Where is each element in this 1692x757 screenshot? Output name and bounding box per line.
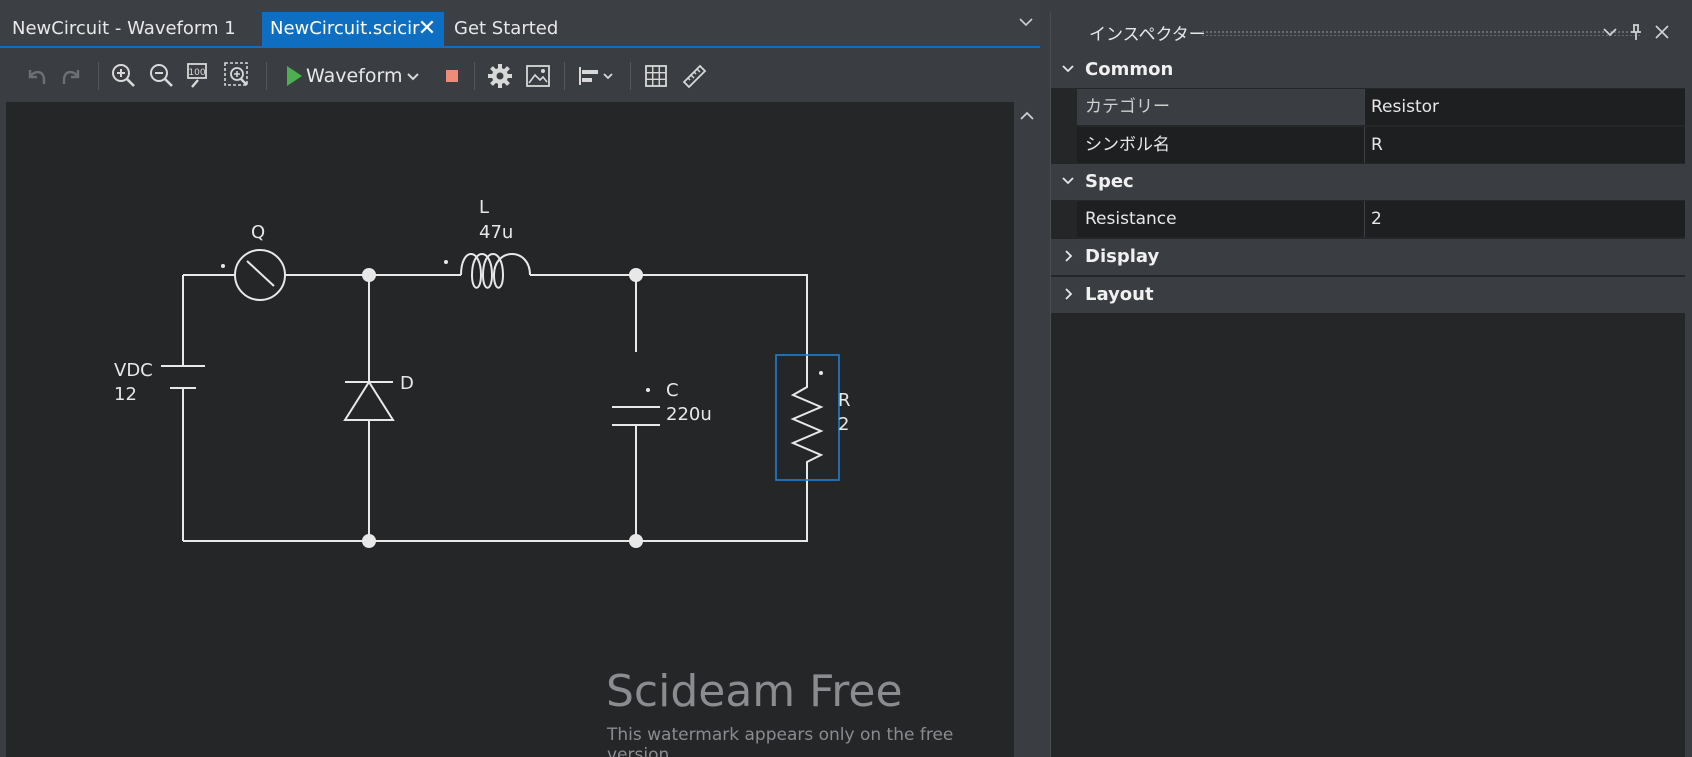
- section-spec[interactable]: Spec: [1051, 164, 1685, 200]
- section-layout[interactable]: Layout: [1051, 277, 1685, 313]
- junction-dot: [362, 534, 376, 548]
- property-value[interactable]: Resistor: [1371, 97, 1439, 117]
- gear-icon[interactable]: [484, 60, 516, 92]
- inductor-name-label: L: [479, 197, 489, 218]
- toolbar-separator: [630, 62, 631, 90]
- redo-icon[interactable]: [56, 60, 88, 92]
- zoom-out-icon[interactable]: [146, 60, 178, 92]
- section-common-label: Common: [1085, 59, 1174, 80]
- junction-dots: [362, 268, 643, 548]
- property-value[interactable]: R: [1371, 135, 1383, 155]
- close-icon[interactable]: [1653, 22, 1671, 42]
- chevron-down-icon[interactable]: [1601, 22, 1619, 42]
- tab-get-started[interactable]: Get Started: [454, 18, 559, 39]
- chevron-right-icon: [1065, 250, 1073, 262]
- ruler-icon[interactable]: [678, 60, 710, 92]
- document-tab-bar: NewCircuit - Waveform 1 NewCircuit.scici…: [0, 0, 1040, 48]
- resistor-name-label: R: [838, 390, 851, 411]
- toolbar-separator: [474, 62, 475, 90]
- source-name-label: VDC: [114, 360, 153, 381]
- section-display[interactable]: Display: [1051, 239, 1685, 275]
- property-key: カテゴリー: [1077, 89, 1365, 125]
- section-spec-label: Spec: [1085, 171, 1134, 192]
- inspector-header: インスペクター: [1051, 12, 1685, 52]
- property-key: シンボル名: [1077, 127, 1365, 163]
- zoom-fit-icon[interactable]: 100: [184, 60, 216, 92]
- grid-icon[interactable]: [640, 60, 672, 92]
- switch-name-label: Q: [251, 222, 265, 243]
- wire: [530, 274, 808, 370]
- junction-dot: [629, 268, 643, 282]
- capacitor-symbol: [612, 388, 660, 426]
- watermark-subtitle: This watermark appears only on the free …: [607, 725, 954, 757]
- property-row-category[interactable]: カテゴリー Resistor: [1077, 89, 1685, 125]
- chevron-down-icon: [1062, 65, 1074, 73]
- tab-waveform[interactable]: NewCircuit - Waveform 1: [12, 18, 236, 39]
- editor-toolbar: 100 Waveform: [6, 52, 1040, 100]
- svg-text:100: 100: [188, 68, 205, 78]
- chevron-right-icon: [1065, 288, 1073, 300]
- tab-circuit[interactable]: NewCircuit.scicir ✕: [262, 12, 444, 46]
- capacitor-name-label: C: [666, 380, 679, 401]
- dc-source-symbol: [161, 338, 205, 463]
- inductor-symbol: [444, 253, 531, 289]
- wire: [183, 494, 808, 542]
- zoom-selection-icon[interactable]: [222, 60, 254, 92]
- junction-dot: [629, 534, 643, 548]
- close-icon[interactable]: ✕: [417, 16, 437, 41]
- stop-icon[interactable]: [436, 60, 468, 92]
- toolbar-separator: [266, 62, 267, 90]
- property-row-symbol-name[interactable]: シンボル名 R: [1077, 127, 1685, 163]
- tab-circuit-label: NewCircuit.scicir: [270, 18, 420, 39]
- section-display-label: Display: [1085, 246, 1160, 267]
- resistor-value-label: 2: [838, 414, 849, 435]
- zoom-in-icon[interactable]: [108, 60, 140, 92]
- chevron-down-icon[interactable]: [1018, 16, 1034, 28]
- source-value-label: 12: [114, 384, 137, 405]
- pin-icon[interactable]: [1627, 22, 1645, 42]
- section-layout-label: Layout: [1085, 284, 1154, 305]
- switch-symbol: [221, 249, 286, 301]
- chevron-down-icon: [1062, 177, 1074, 185]
- play-icon[interactable]: [278, 60, 310, 92]
- diode-name-label: D: [400, 373, 414, 394]
- run-target-label[interactable]: Waveform: [306, 65, 403, 87]
- toolbar-separator: [98, 62, 99, 90]
- canvas-vertical-scrollbar[interactable]: [1014, 102, 1040, 757]
- toolbar-separator: [564, 62, 565, 90]
- inductor-value-label: 47u: [479, 222, 513, 243]
- align-icon[interactable]: [574, 60, 618, 92]
- image-icon[interactable]: [522, 60, 554, 92]
- schematic-canvas[interactable]: Q L 47u VDC 12 D C 220u R 2 Scideam Free…: [6, 102, 1014, 757]
- inspector-panel: インスペクター Common カテゴリー Resistor シンボル名 R Sp…: [1050, 12, 1685, 757]
- diode-symbol: [343, 380, 395, 421]
- property-value[interactable]: 2: [1371, 209, 1382, 229]
- inspector-title: インスペクター: [1089, 25, 1206, 45]
- chevron-down-icon[interactable]: [404, 60, 422, 92]
- selection-box: [775, 354, 840, 481]
- undo-icon[interactable]: [20, 60, 52, 92]
- circuit-schematic: Q L 47u VDC 12 D C 220u R 2: [114, 197, 851, 548]
- junction-dot: [362, 268, 376, 282]
- resistor-symbol: [790, 370, 824, 494]
- tab-underline: [0, 46, 1040, 48]
- panel-drag-grip[interactable]: [1201, 30, 1641, 36]
- section-common[interactable]: Common: [1051, 52, 1685, 88]
- capacitor-value-label: 220u: [666, 404, 712, 425]
- property-row-resistance[interactable]: Resistance 2: [1077, 201, 1685, 237]
- property-key: Resistance: [1077, 201, 1365, 237]
- watermark-title: Scideam Free: [606, 666, 903, 717]
- chevron-up-icon[interactable]: [1018, 108, 1036, 124]
